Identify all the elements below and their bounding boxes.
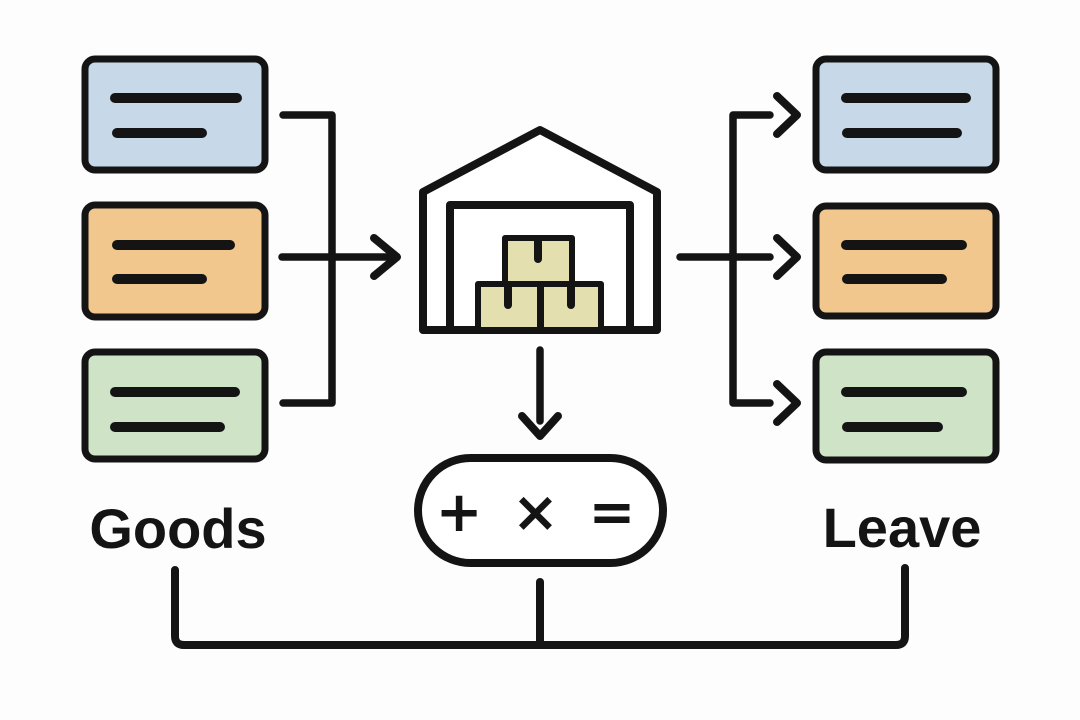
goods-box-orange [81,201,269,321]
warehouse-icon [419,126,661,334]
text-placeholder-lines [841,240,967,284]
operations-symbols: + × = [436,480,641,545]
down-connector [518,346,562,440]
text-placeholder-lines [110,387,240,432]
leave-box-orange [812,202,1000,320]
text-placeholder-lines [110,93,242,138]
goods-label: Goods [89,497,266,560]
right-arrow-icon [370,234,401,280]
crate-notches [504,237,575,309]
inbound-connector [278,111,401,407]
leave-box-blue [812,55,1000,174]
right-arrow-icon-top [773,92,801,138]
leave-box-green [812,348,1000,464]
diagram-strokes [81,55,1000,649]
right-arrow-icon-middle [773,234,801,280]
text-placeholder-lines [112,240,235,284]
outbound-connector [676,92,801,426]
plus-times-equals-pill-icon [414,454,667,567]
bottom-bracket [171,564,909,649]
right-arrow-icon-bottom [773,380,801,426]
goods-box-blue-rect [81,55,269,174]
goods-box-green [81,348,269,463]
text-placeholder-lines [841,387,967,432]
branch-bracket [729,111,774,407]
goods-box-orange-rect [81,201,269,321]
down-arrow-icon [518,412,562,440]
leave-box-orange-rect [812,202,1000,320]
leave-box-green-rect [812,348,1000,464]
text-placeholder-lines [841,93,971,138]
leave-box-blue-rect [812,55,1000,174]
operations-pill-outline [414,454,667,567]
goods-box-blue [81,55,269,174]
goods-box-green-rect [81,348,269,463]
leave-label: Leave [823,496,982,559]
